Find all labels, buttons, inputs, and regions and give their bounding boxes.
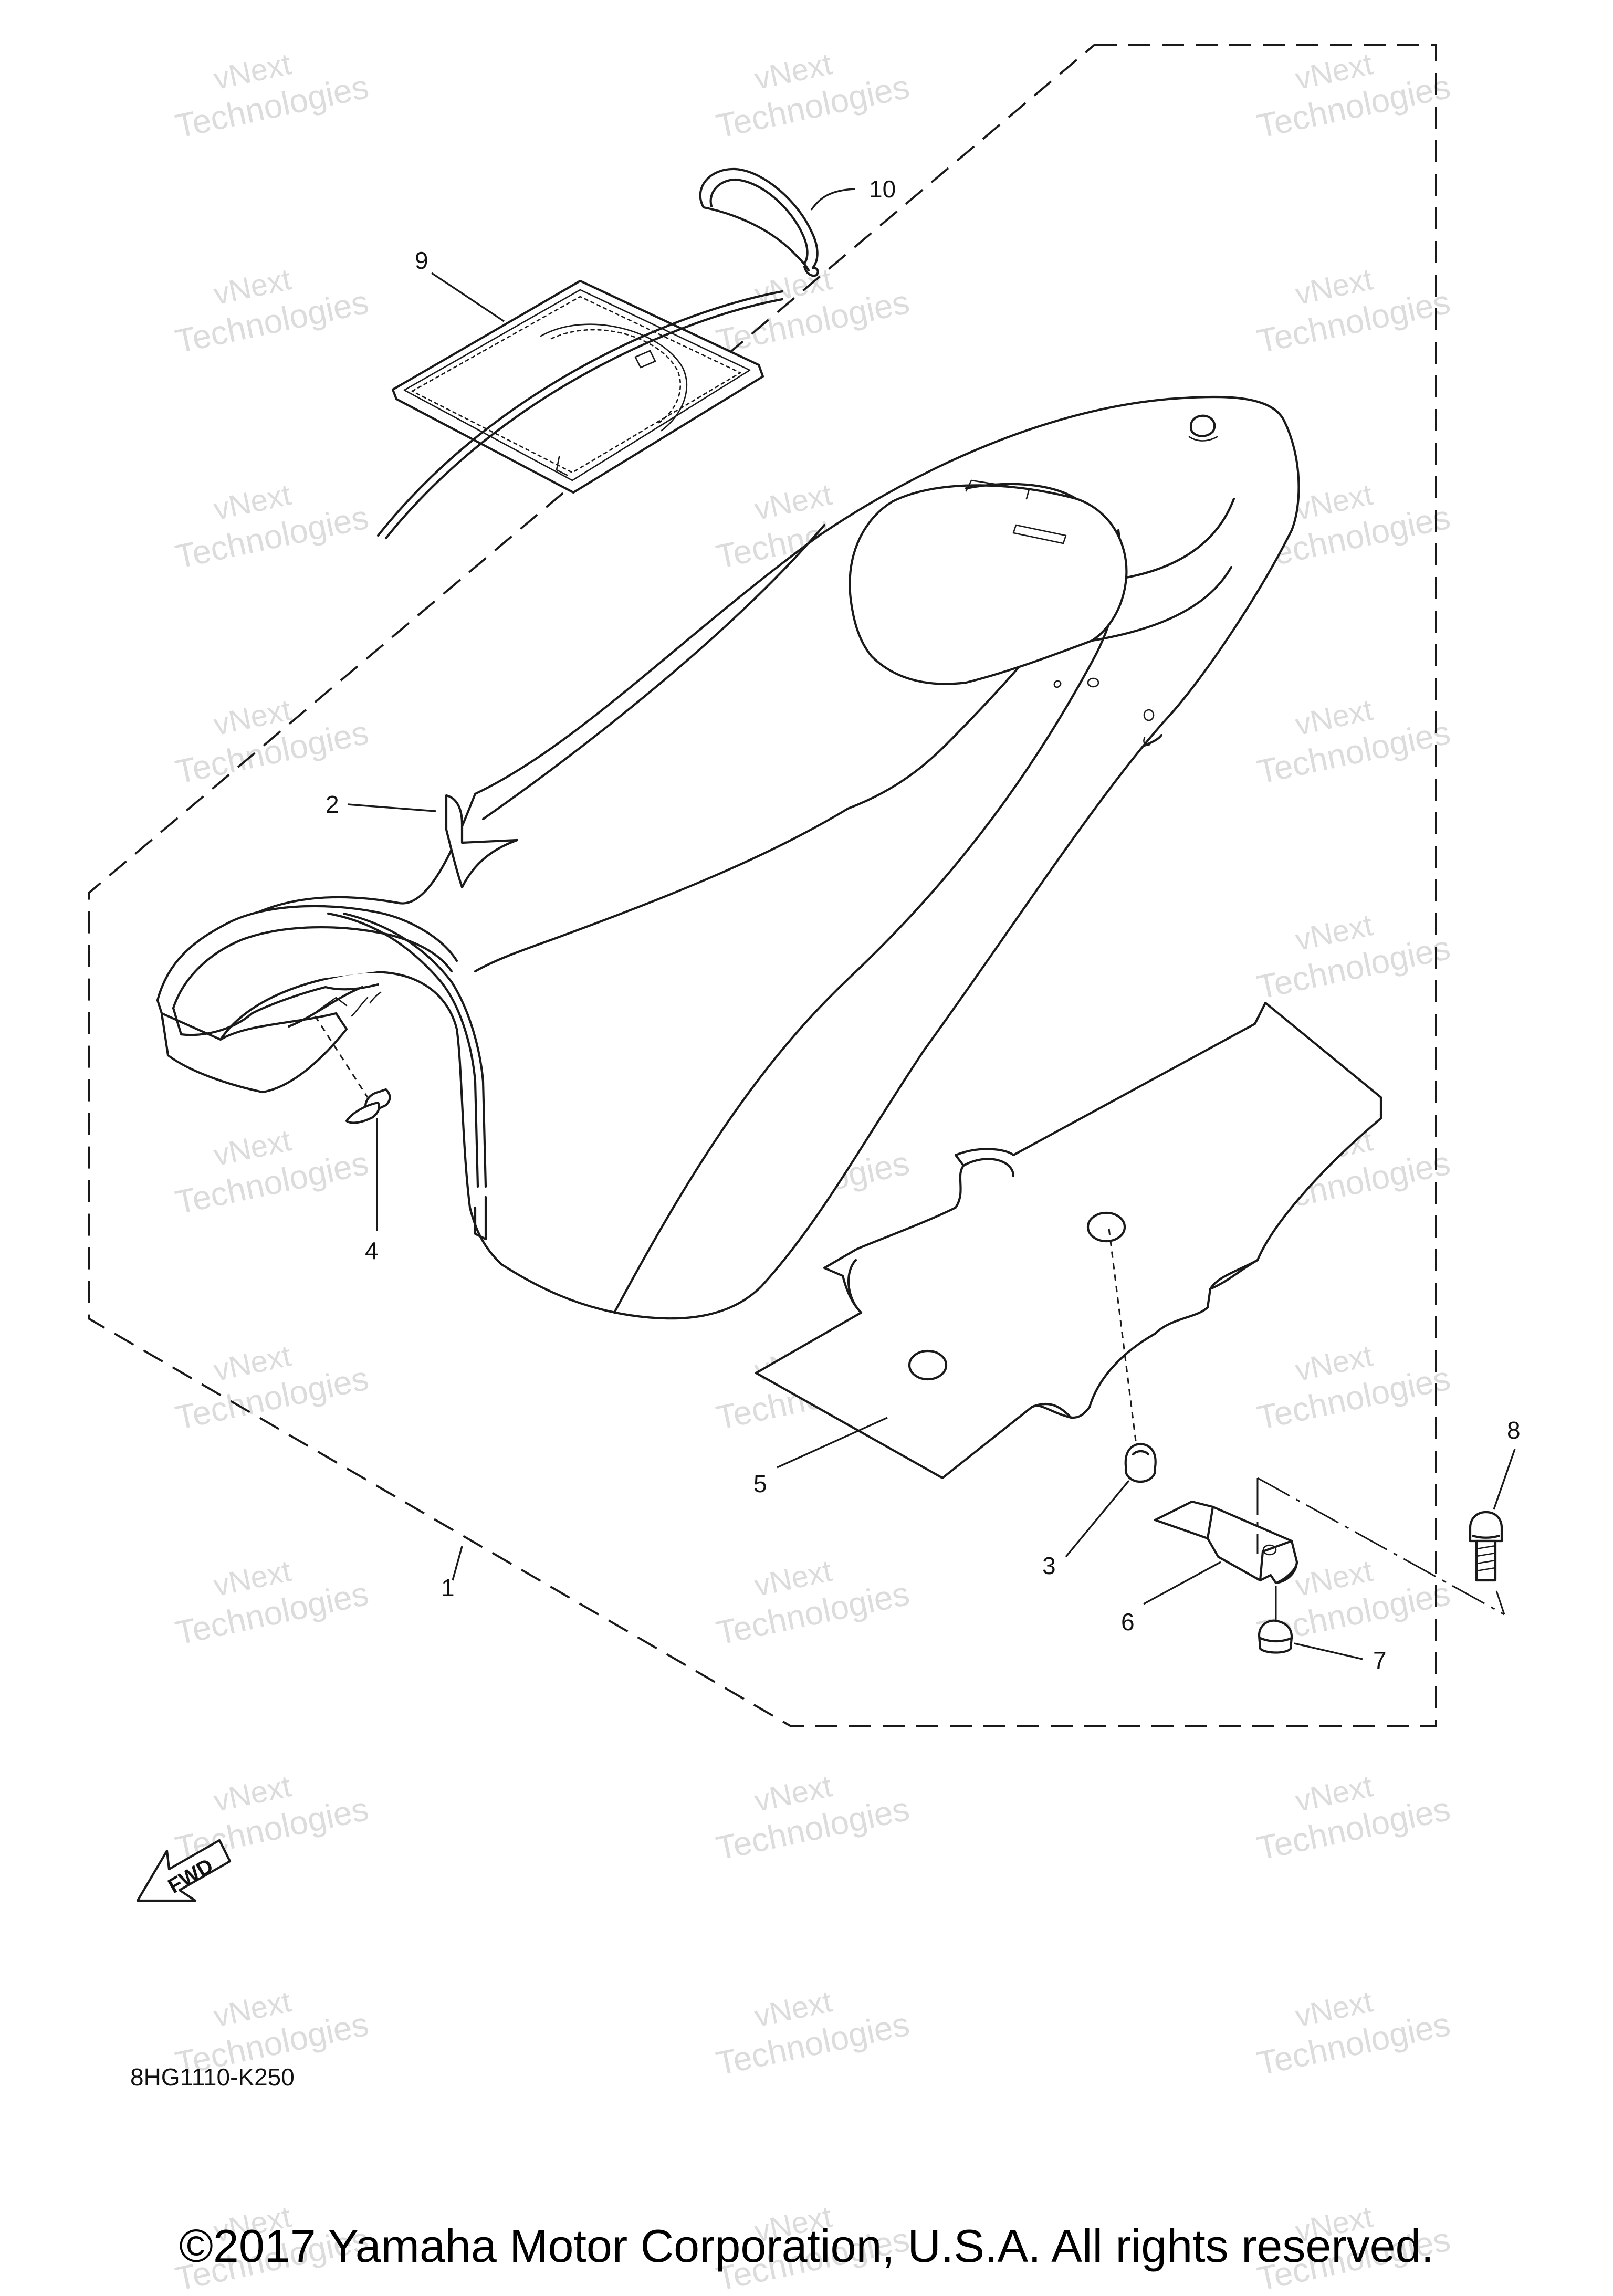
callout-8: 8 (1507, 1417, 1521, 1444)
leader-lines (347, 188, 1516, 1660)
callout-3: 3 (1042, 1552, 1056, 1579)
watermark-line-1: vNext (211, 2289, 294, 2296)
callout-1: 1 (441, 1574, 455, 1601)
callout-4: 4 (365, 1237, 379, 1264)
strap-cord (376, 290, 784, 537)
callout-5: 5 (753, 1470, 767, 1497)
clip-part (314, 1015, 391, 1124)
callout-7: 7 (1373, 1647, 1387, 1674)
callout-9: 9 (415, 247, 428, 274)
diagram-code: 8HG1110-K250 (130, 2063, 295, 2091)
watermark-line-1: vNext (1292, 2289, 1376, 2296)
bolt-part (1469, 1511, 1503, 1582)
nut-part (1258, 1619, 1293, 1654)
bracket-part (1154, 1500, 1298, 1585)
callout-10: 10 (869, 175, 896, 203)
seat-assembly-part (156, 395, 1300, 1320)
callout-labels: 10 9 2 4 5 3 6 7 8 1 (326, 175, 1521, 1674)
watermark-line-1: vNext (751, 2289, 835, 2296)
grommet-part (1124, 1442, 1157, 1483)
copyright-notice: ©2017 Yamaha Motor Corporation, U.S.A. A… (179, 2220, 1434, 2272)
strap-loop-part (699, 167, 819, 277)
callout-6: 6 (1121, 1608, 1135, 1635)
assembly-frame (88, 44, 1437, 1727)
seat-mat-part (755, 1001, 1382, 1480)
callout-2: 2 (326, 791, 339, 818)
